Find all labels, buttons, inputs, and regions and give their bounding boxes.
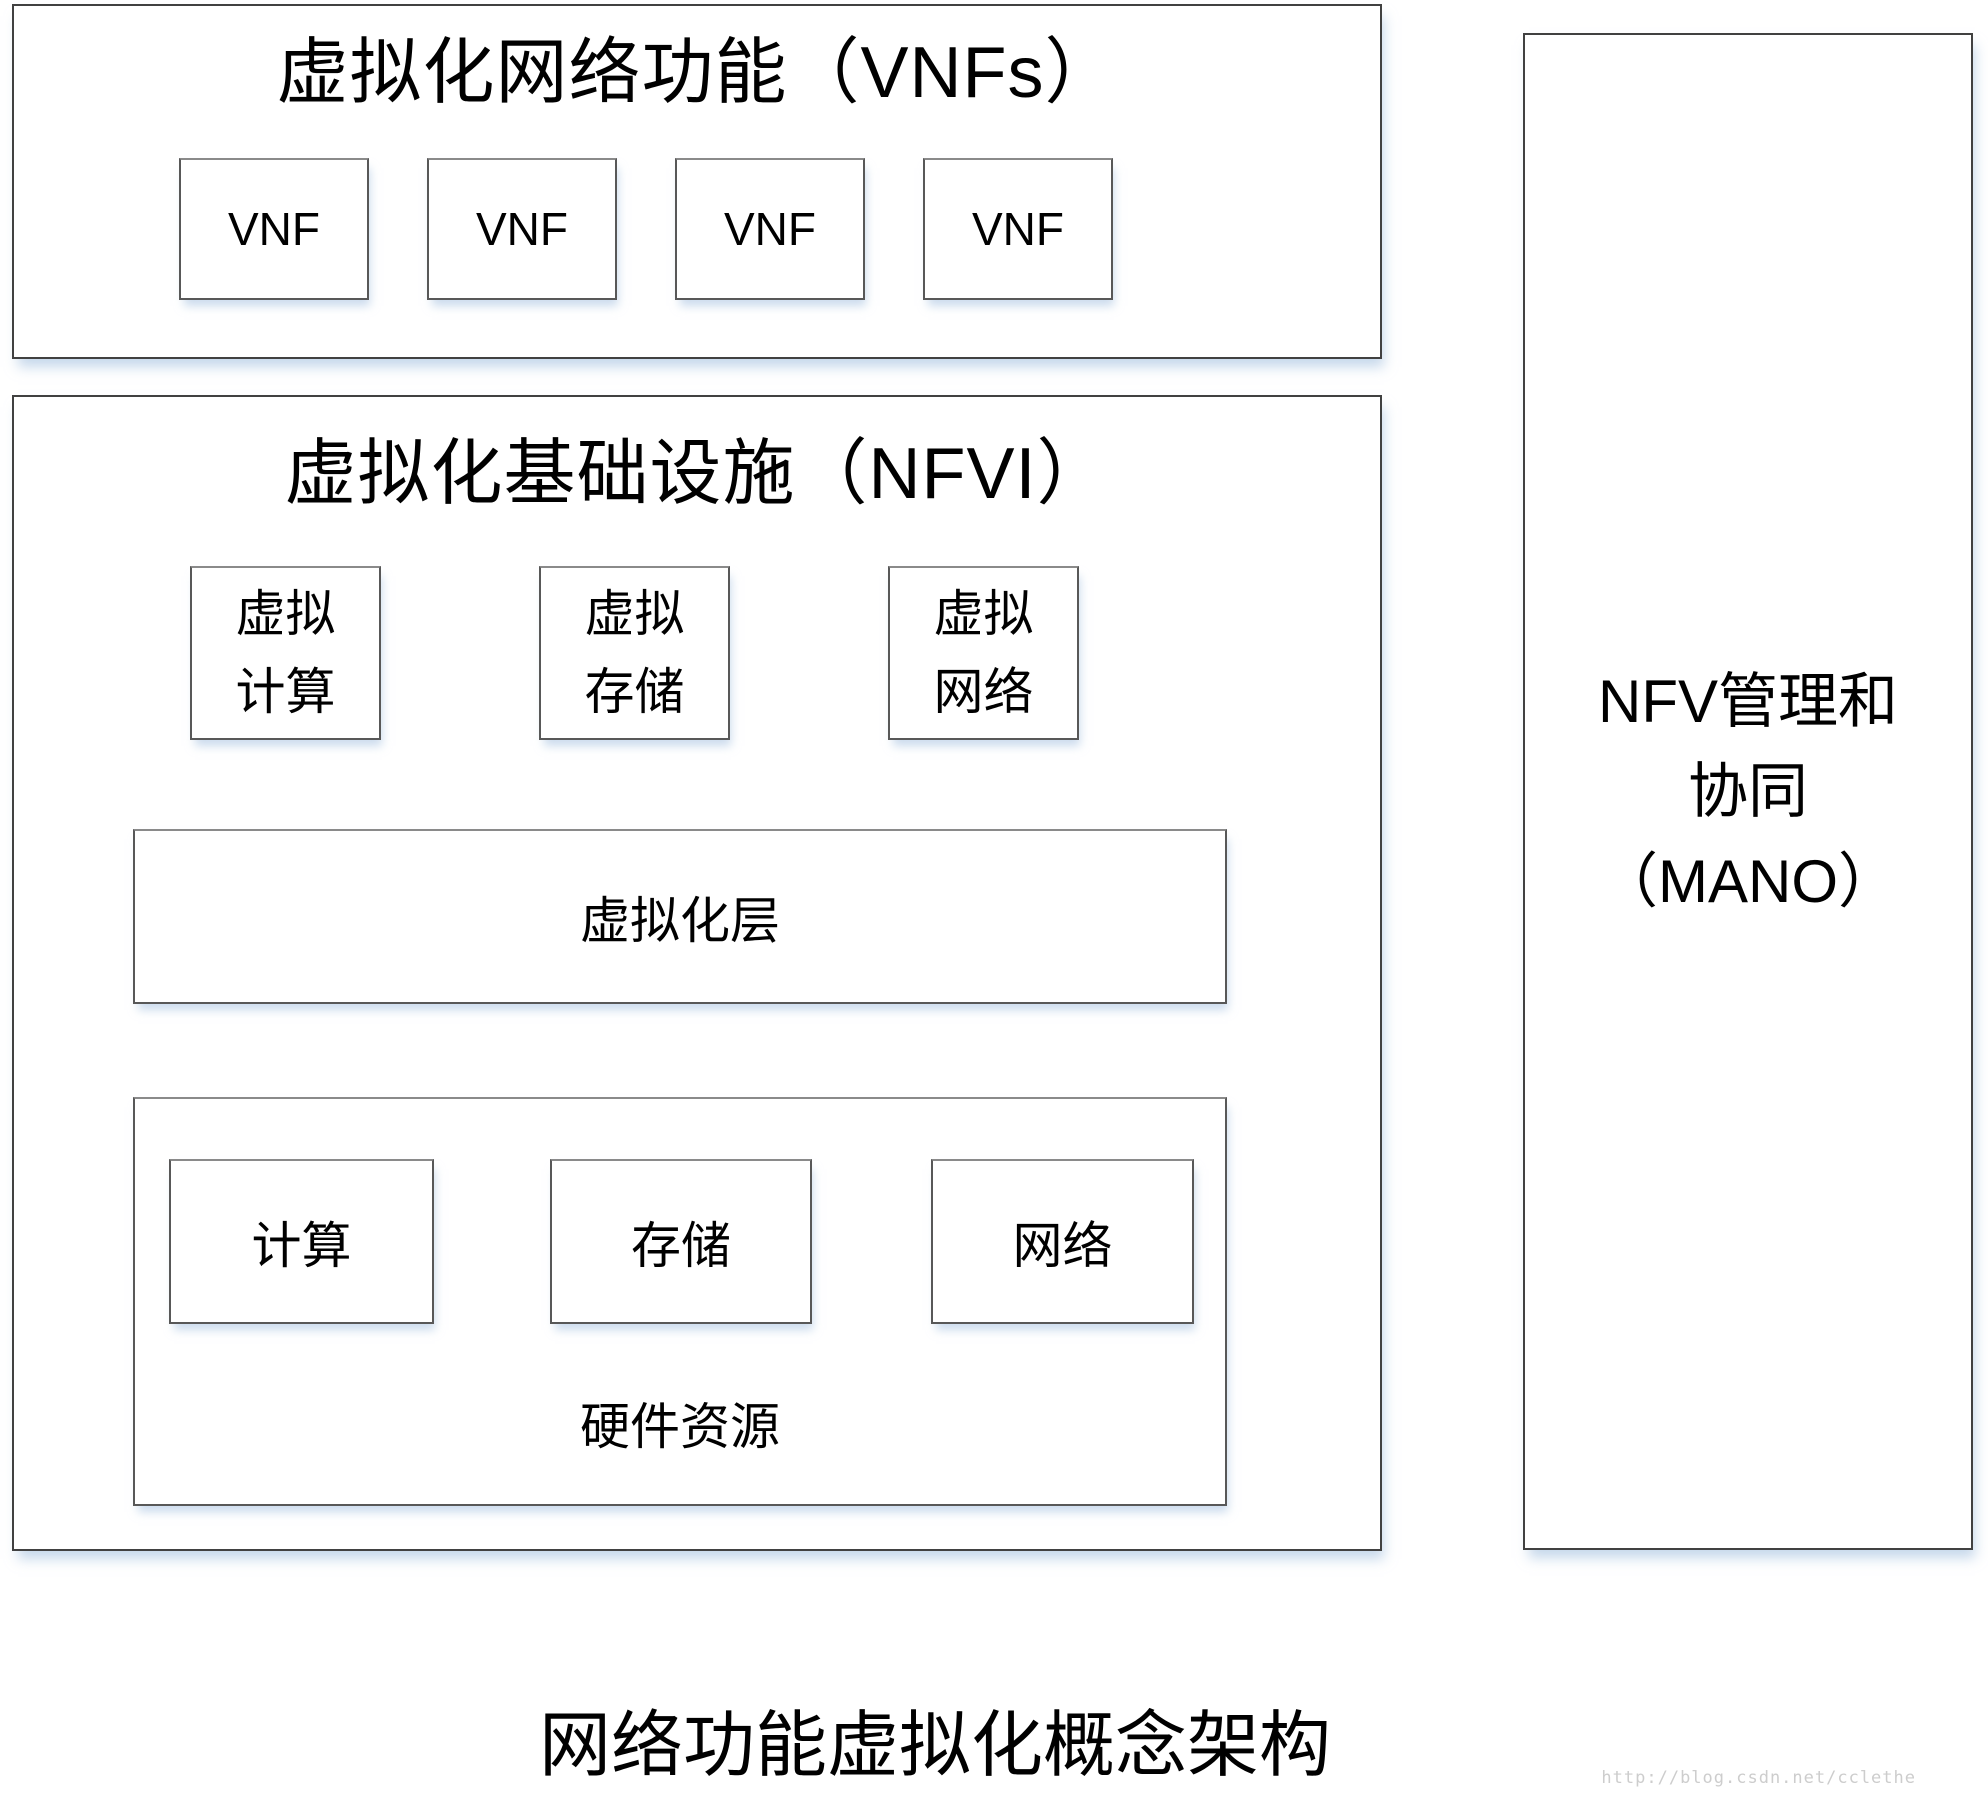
- hardware-network-label: 网络: [1012, 1217, 1113, 1274]
- vnf-box-label: VNF: [972, 203, 1064, 255]
- vnf-box-4: VNF: [923, 158, 1113, 300]
- nfvi-container: 虚拟化基础设施（NFVI） 虚拟 计算 虚拟 存储 虚拟 网络 虚拟化层 计算 …: [12, 395, 1382, 1551]
- vnfs-container: 虚拟化网络功能（VNFs） VNF VNF VNF VNF: [12, 4, 1382, 359]
- virtual-storage-label-line1: 虚拟: [584, 586, 685, 642]
- virtualization-layer-box: 虚拟化层: [133, 829, 1227, 1004]
- hardware-compute-label: 计算: [251, 1217, 352, 1274]
- vnf-box-1: VNF: [179, 158, 369, 300]
- watermark-url: http://blog.csdn.net/cclethe: [1601, 1768, 1916, 1788]
- vnfs-title: 虚拟化网络功能（VNFs）: [276, 33, 1118, 113]
- mano-label-line1: NFV管理和: [1598, 667, 1898, 735]
- virtual-storage-box: 虚拟 存储: [539, 566, 730, 740]
- hardware-resources-container: 计算 存储 网络 硬件资源: [133, 1097, 1227, 1506]
- virtualization-layer-label: 虚拟化层: [580, 892, 780, 949]
- hardware-compute-box: 计算: [169, 1159, 434, 1324]
- virtual-compute-box: 虚拟 计算: [190, 566, 381, 740]
- virtual-storage-label-line2: 存储: [584, 664, 685, 720]
- nfvi-title: 虚拟化基础设施（NFVI）: [284, 434, 1110, 514]
- virtual-compute-label-line1: 虚拟: [235, 586, 336, 642]
- vnf-box-label: VNF: [724, 203, 816, 255]
- virtual-network-label-line2: 网络: [933, 664, 1034, 720]
- virtual-compute-label-line2: 计算: [235, 664, 336, 720]
- mano-label-line3: （MANO）: [1598, 847, 1898, 915]
- hardware-storage-box: 存储: [550, 1159, 812, 1324]
- mano-container: NFV管理和 协同 （MANO）: [1523, 33, 1973, 1550]
- vnf-box-label: VNF: [228, 203, 320, 255]
- hardware-network-box: 网络: [931, 1159, 1194, 1324]
- hardware-storage-label: 存储: [631, 1217, 731, 1274]
- virtual-network-label-line1: 虚拟: [933, 586, 1034, 642]
- vnf-box-2: VNF: [427, 158, 617, 300]
- hardware-resources-label: 硬件资源: [580, 1399, 780, 1455]
- virtual-network-box: 虚拟 网络: [888, 566, 1079, 740]
- vnf-box-3: VNF: [675, 158, 865, 300]
- mano-label: NFV管理和 协同 （MANO）: [1598, 657, 1898, 927]
- diagram-caption: 网络功能虚拟化概念架构: [538, 1706, 1331, 1786]
- vnf-box-label: VNF: [476, 203, 568, 255]
- mano-label-line2: 协同: [1688, 757, 1808, 825]
